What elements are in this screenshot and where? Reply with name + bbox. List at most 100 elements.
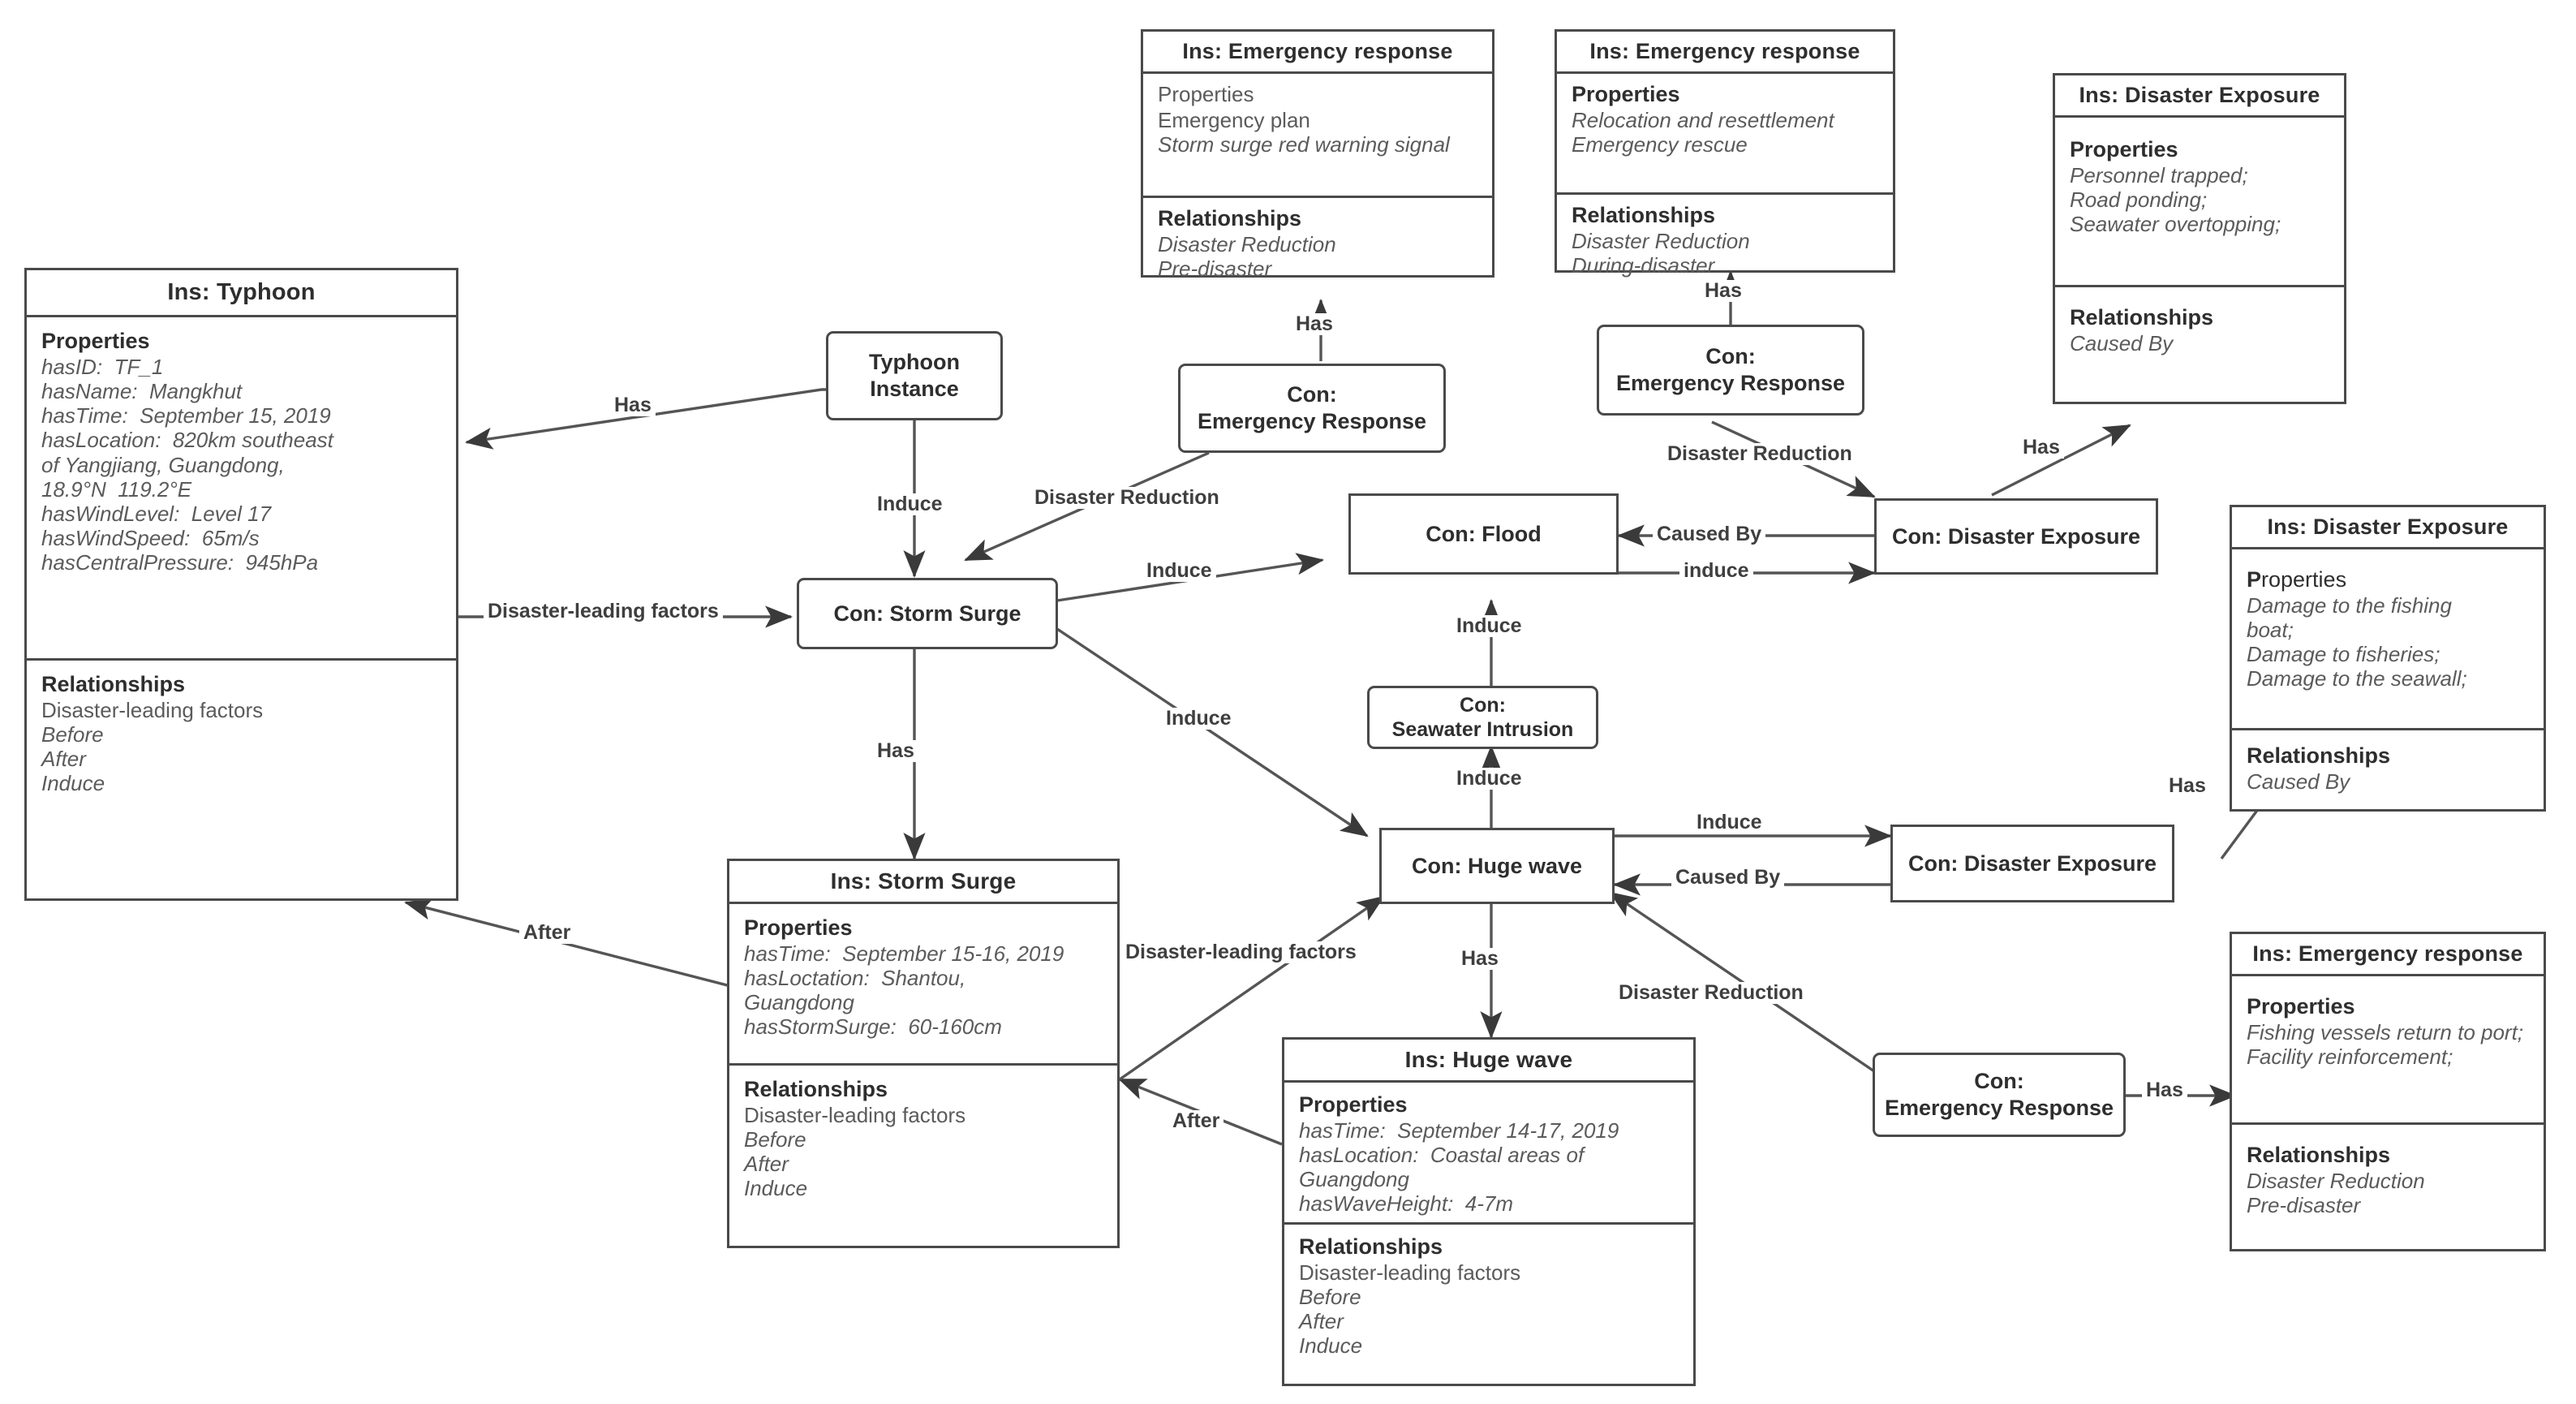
uml-box-ins-huge-wave[interactable]: Ins: Huge wave Properties hasTime: Septe… bbox=[1282, 1037, 1696, 1386]
relationship-row: Disaster Reduction bbox=[2247, 1169, 2425, 1193]
property-row: hasCentralPressure: 945hPa bbox=[41, 550, 319, 575]
property-row: Facility reinforcement; bbox=[2247, 1044, 2453, 1070]
uml-relationships-section: Relationships Disaster Reduction Pre-dis… bbox=[2232, 1122, 2544, 1230]
uml-title: Ins: Emergency response bbox=[1143, 32, 1492, 74]
property-row: hasTime: September 14-17, 2019 bbox=[1299, 1118, 1619, 1143]
properties-heading: Properties bbox=[2247, 994, 2355, 1019]
uml-title: Ins: Disaster Exposure bbox=[2232, 507, 2544, 549]
edge-label-typhoon-after: After bbox=[519, 922, 575, 944]
uml-properties-section: Properties Emergency plan Storm surge re… bbox=[1143, 74, 1492, 196]
relationship-row: Caused By bbox=[2247, 769, 2350, 794]
relationship-row: Before bbox=[41, 722, 104, 747]
edge-label-er2-has: Has bbox=[1701, 280, 1746, 302]
uml-box-ins-emergency-response-3[interactable]: Ins: Emergency response Properties Fishi… bbox=[2230, 932, 2546, 1251]
property-row: Guangdong bbox=[1299, 1167, 1409, 1192]
relationship-row: Caused By bbox=[2070, 331, 2174, 355]
properties-heading: Properties bbox=[41, 329, 150, 353]
uml-relationships-section: Relationships Disaster Reduction Pre-dis… bbox=[1143, 196, 1492, 294]
property-row: hasName: Mangkhut bbox=[41, 379, 243, 404]
property-row: Damage to the fishing bbox=[2247, 593, 2452, 618]
relationships-heading: Relationships bbox=[41, 672, 186, 696]
edge-label-wave-has: Has bbox=[1457, 948, 1503, 970]
relationship-row: After bbox=[41, 747, 86, 772]
relationship-row: After bbox=[1299, 1309, 1344, 1334]
edge-label-er2-disaster-reduction: Disaster Reduction bbox=[1663, 443, 1856, 465]
property-row: hasWindLevel: Level 17 bbox=[41, 501, 272, 526]
edge-label-exposure-top-has: Has bbox=[2019, 437, 2064, 459]
relationships-heading: Relationships bbox=[744, 1077, 888, 1101]
uml-box-ins-disaster-exposure-top[interactable]: Ins: Disaster Exposure Properties Person… bbox=[2053, 73, 2346, 404]
relationships-heading: Relationships bbox=[2070, 305, 2214, 329]
properties-heading: Properties bbox=[1572, 82, 1680, 106]
uml-relationships-section: Relationships Caused By bbox=[2232, 728, 2544, 807]
node-con-flood[interactable]: Con: Flood bbox=[1348, 493, 1619, 575]
edge-label-surge-has: Has bbox=[873, 740, 918, 762]
property-row: 18.9°N 119.2°E bbox=[41, 476, 192, 502]
relationship-row: During-disaster bbox=[1572, 253, 1715, 278]
property-row: Storm surge red warning signal bbox=[1158, 132, 1450, 157]
relationships-heading: Relationships bbox=[2247, 1143, 2391, 1167]
uml-relationships-section: Relationships Disaster-leading factors B… bbox=[1284, 1222, 1693, 1372]
property-row: Damage to the seawall; bbox=[2247, 666, 2467, 691]
relationship-row: Induce bbox=[41, 771, 105, 796]
property-row: Relocation and resettlement bbox=[1572, 108, 1834, 132]
node-con-seawater-intrusion[interactable]: Con: Seawater Intrusion bbox=[1367, 686, 1598, 749]
edge-label-wave-disaster-leading-factors: Disaster-leading factors bbox=[1121, 941, 1361, 963]
relationship-row: Pre-disaster bbox=[1158, 256, 1272, 282]
properties-heading: Properties bbox=[1158, 82, 1254, 106]
edge-label-er1-disaster-reduction: Disaster Reduction bbox=[1030, 487, 1223, 509]
uml-relationships-section: Relationships Disaster-leading factors B… bbox=[729, 1063, 1117, 1214]
relationship-row: After bbox=[744, 1152, 789, 1177]
edge-label-wave-caused-by: Caused By bbox=[1671, 867, 1785, 889]
edge-label-wave-induce-seawater: Induce bbox=[1452, 768, 1526, 790]
uml-relationships-section: Relationships Caused By bbox=[2055, 285, 2344, 368]
property-row: Seawater overtopping; bbox=[2070, 212, 2281, 237]
edge-label-typhoon-has: Has bbox=[610, 394, 656, 416]
uml-title: Ins: Typhoon bbox=[27, 270, 456, 317]
relationships-heading: Relationships bbox=[1158, 206, 1302, 230]
edge-label-surge-induce-wave: Induce bbox=[1162, 708, 1236, 730]
uml-box-ins-emergency-response-2[interactable]: Ins: Emergency response Properties Reloc… bbox=[1555, 29, 1895, 278]
relationship-row: Disaster-leading factors bbox=[41, 698, 264, 722]
property-row: Emergency rescue bbox=[1572, 132, 1748, 157]
edge-label-er1-has: Has bbox=[1292, 313, 1337, 335]
uml-box-ins-typhoon[interactable]: Ins: Typhoon Properties hasID: TF_1 hasN… bbox=[24, 268, 458, 901]
relationship-row: Pre-disaster bbox=[2247, 1193, 2361, 1218]
node-con-disaster-exposure-top[interactable]: Con: Disaster Exposure bbox=[1874, 498, 2158, 575]
edge-label-surge-induce-flood: Induce bbox=[1142, 560, 1216, 582]
property-row: Emergency plan bbox=[1158, 108, 1310, 132]
edge-label-flood-caused-by: Caused By bbox=[1653, 523, 1766, 545]
edge-label-disaster-leading-factors: Disaster-leading factors bbox=[484, 601, 723, 622]
node-typhoon-instance[interactable]: Typhoon Instance bbox=[826, 331, 1003, 420]
uml-box-ins-disaster-exposure-right[interactable]: Ins: Disaster Exposure Properties Damage… bbox=[2230, 505, 2546, 812]
relationships-heading: Relationships bbox=[1299, 1234, 1443, 1259]
uml-properties-section: Properties Relocation and resettlement E… bbox=[1557, 74, 1893, 192]
node-con-disaster-exposure-right[interactable]: Con: Disaster Exposure bbox=[1890, 825, 2174, 902]
uml-relationships-section: Relationships Disaster Reduction During-… bbox=[1557, 192, 1893, 291]
node-con-emergency-response-1[interactable]: Con: Emergency Response bbox=[1178, 364, 1446, 453]
property-row: boat; bbox=[2247, 618, 2294, 643]
uml-box-ins-emergency-response-1[interactable]: Ins: Emergency response Properties Emerg… bbox=[1141, 29, 1494, 281]
uml-title: Ins: Emergency response bbox=[2232, 934, 2544, 976]
property-row: Fishing vessels return to port; bbox=[2247, 1020, 2524, 1044]
edge-label-wave-after: After bbox=[1168, 1110, 1224, 1132]
relationship-row: Disaster-leading factors bbox=[1299, 1260, 1521, 1285]
node-con-huge-wave[interactable]: Con: Huge wave bbox=[1379, 828, 1615, 904]
edge-label-seawater-induce-flood: Induce bbox=[1452, 615, 1526, 637]
node-con-emergency-response-3[interactable]: Con: Emergency Response bbox=[1873, 1053, 2126, 1137]
property-row: Road ponding; bbox=[2070, 187, 2208, 213]
relationships-heading: Relationships bbox=[2247, 743, 2391, 768]
node-con-storm-surge[interactable]: Con: Storm Surge bbox=[797, 578, 1058, 649]
property-row: hasID: TF_1 bbox=[41, 355, 164, 379]
edge-label-instance-induce: Induce bbox=[873, 493, 947, 515]
relationship-row: Disaster Reduction bbox=[1572, 229, 1750, 253]
relationship-row: Induce bbox=[744, 1176, 808, 1201]
property-row: Guangdong bbox=[744, 990, 854, 1015]
uml-title: Ins: Disaster Exposure bbox=[2055, 75, 2344, 118]
property-row: hasLocation: Coastal areas of bbox=[1299, 1143, 1585, 1168]
edge-label-exposure-right-has: Has bbox=[2165, 775, 2210, 797]
uml-box-ins-storm-surge[interactable]: Ins: Storm Surge Properties hasTime: Sep… bbox=[727, 859, 1120, 1248]
node-con-emergency-response-2[interactable]: Con: Emergency Response bbox=[1597, 325, 1864, 416]
property-row: of Yangjiang, Guangdong, bbox=[41, 452, 285, 477]
